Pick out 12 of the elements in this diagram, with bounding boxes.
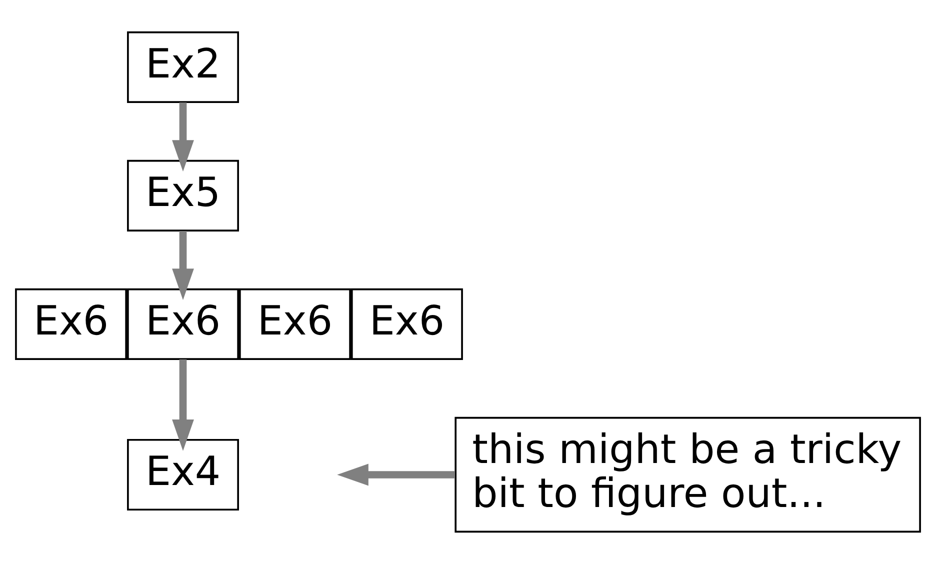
- arrow: [337, 464, 455, 486]
- node-box: Ex6: [127, 288, 239, 360]
- arrow: [172, 359, 194, 451]
- node-box: Ex2: [127, 31, 239, 104]
- node-box: Ex4: [127, 438, 239, 511]
- arrow: [172, 231, 194, 300]
- node-box: Ex5: [127, 160, 239, 232]
- node-box: Ex6: [15, 288, 128, 360]
- node-box: Ex6: [239, 288, 351, 360]
- arrow: [172, 102, 194, 172]
- node-box: this might be a tricky bit to figure out...: [454, 416, 921, 533]
- node-box: Ex6: [350, 288, 463, 360]
